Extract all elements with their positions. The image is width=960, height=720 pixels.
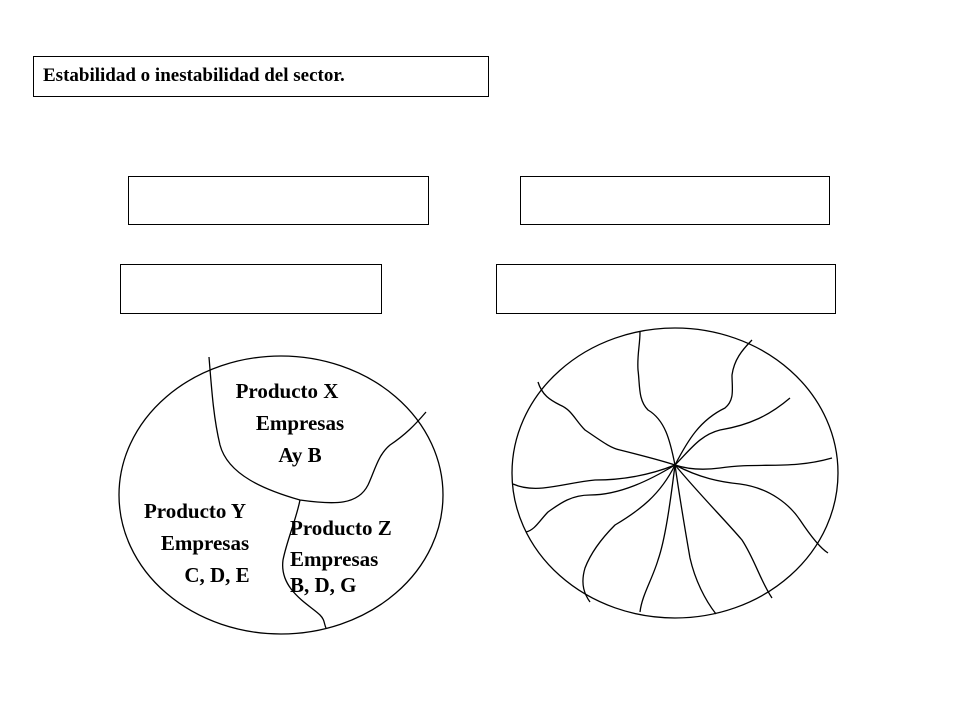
diagram-title: Estabilidad o inestabilidad del sector. [43,65,345,86]
fragment-line [537,381,676,466]
divider-y-z-regions [282,499,327,629]
region-y-product: Producto Y [144,499,246,523]
empty-box-top-right [520,176,830,225]
region-x-companies-label: Empresas [256,411,344,435]
fragment-line [674,464,829,554]
fragment-line [525,464,676,533]
fragment-line [674,397,791,466]
empty-box-bottom-left [120,264,382,314]
fragment-line [674,464,773,599]
empty-box-top-left [128,176,429,225]
region-y-companies-label: Empresas [161,531,249,555]
unstable-sector-diagram [511,327,839,619]
fragment-line [674,464,717,615]
fragment-line [674,457,833,470]
region-z-companies: B, D, G [290,573,357,597]
stable-sector-diagram: Producto X Empresas Ay B Producto Y Empr… [118,355,444,635]
fragment-line [582,464,676,603]
fragment-line [512,464,676,490]
region-z-product: Producto Z [290,516,392,540]
divider-x-region [208,356,427,504]
region-y-companies: C, D, E [184,563,249,587]
empty-box-bottom-right [496,264,836,314]
region-x-product: Producto X [236,379,339,403]
fragment-line [639,464,676,613]
region-z-companies-label: Empresas [290,547,378,571]
region-x-companies: Ay B [278,443,321,467]
stable-sector-circle [118,355,444,635]
fragment-line [637,331,676,466]
unstable-sector-circle [511,327,839,619]
fragment-line [674,339,753,466]
title-box: Estabilidad o inestabilidad del sector. [33,56,489,97]
